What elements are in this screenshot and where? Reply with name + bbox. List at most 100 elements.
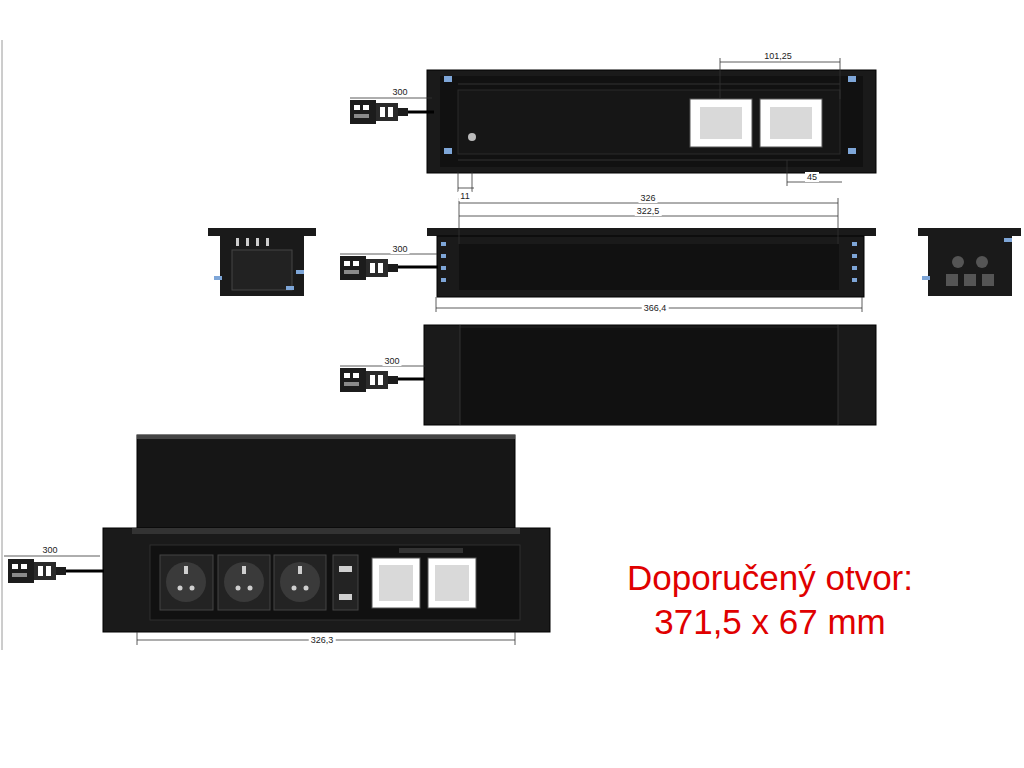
open-view-part bbox=[274, 555, 326, 610]
front-view-part bbox=[852, 254, 857, 258]
dimension-lines-part bbox=[340, 254, 437, 255]
front-view-part bbox=[441, 254, 446, 258]
top-view-part bbox=[427, 70, 876, 173]
open-view-part bbox=[399, 548, 463, 553]
closed-view-part bbox=[460, 325, 461, 425]
open-view-part bbox=[150, 545, 520, 620]
open-view-part bbox=[137, 435, 515, 439]
top-view-part bbox=[848, 76, 856, 82]
open-view-part bbox=[178, 566, 353, 600]
dimension-lines-part bbox=[350, 98, 432, 99]
open-view-part bbox=[8, 559, 66, 583]
open-view bbox=[8, 435, 550, 632]
open-view-part bbox=[298, 566, 302, 574]
dimension-label: 101,25 bbox=[762, 51, 794, 61]
open-view-part bbox=[339, 594, 352, 600]
dimension-lines-part bbox=[787, 160, 788, 186]
open-view-part bbox=[103, 528, 550, 632]
open-view-part bbox=[292, 586, 297, 591]
side-view-right-part bbox=[918, 228, 1021, 236]
front-view-part bbox=[852, 278, 857, 282]
side-view-left-part bbox=[232, 250, 292, 290]
open-view-part bbox=[280, 562, 320, 602]
open-view-part bbox=[333, 555, 358, 610]
open-view-part bbox=[166, 562, 320, 602]
note-caption: Doporučený otvor: 371,5 x 67 mm bbox=[580, 556, 960, 644]
dimension-lines-part bbox=[436, 297, 437, 312]
open-view-part bbox=[224, 562, 264, 602]
closed-view-part bbox=[424, 325, 876, 425]
top-view-part bbox=[700, 107, 812, 139]
dimension-label: 322,5 bbox=[635, 206, 662, 216]
side-view-left-part bbox=[246, 238, 249, 246]
dimension-lines-part bbox=[459, 198, 460, 244]
side-view-right-part bbox=[964, 274, 976, 286]
dimension-label: 326 bbox=[638, 193, 657, 203]
front-view-part bbox=[441, 242, 446, 246]
side-view-left-part bbox=[214, 270, 304, 290]
side-view-left-part bbox=[236, 238, 269, 246]
dimension-lines-part bbox=[720, 62, 840, 63]
closed-view-part bbox=[460, 328, 838, 425]
open-view-part bbox=[184, 566, 188, 574]
open-view-part bbox=[178, 586, 183, 591]
open-view-part bbox=[242, 566, 246, 574]
top-view-part bbox=[848, 148, 856, 154]
side-view-right-part bbox=[976, 256, 988, 268]
frame-lines-part bbox=[2, 40, 3, 650]
closed-view-part bbox=[398, 378, 425, 381]
top-view-part bbox=[440, 76, 863, 167]
dimension-lines bbox=[340, 198, 862, 312]
dimension-lines-part bbox=[472, 172, 473, 192]
top-view-part bbox=[405, 111, 434, 114]
open-view-part bbox=[248, 586, 253, 591]
dimension-lines-part bbox=[458, 172, 459, 192]
front-view-part bbox=[441, 278, 446, 282]
open-view-part bbox=[304, 586, 309, 591]
dimension-lines-part bbox=[862, 297, 863, 312]
side-view-left-part bbox=[256, 238, 259, 246]
front-view-part bbox=[427, 228, 876, 236]
top-view-part bbox=[444, 148, 452, 154]
front-view-part bbox=[852, 242, 857, 246]
dimension-lines-part bbox=[515, 632, 516, 645]
side-view-right bbox=[918, 228, 1021, 296]
side-view-right-part bbox=[982, 274, 994, 286]
front-view-part bbox=[441, 266, 446, 270]
side-view-left-part bbox=[296, 270, 304, 274]
side-view-left-part bbox=[214, 276, 222, 280]
open-view-part bbox=[60, 570, 104, 573]
open-view-part bbox=[218, 555, 270, 610]
dimension-lines-part bbox=[838, 198, 839, 244]
open-view-part bbox=[372, 558, 420, 608]
front-view-part bbox=[340, 256, 398, 280]
dimension-label: 300 bbox=[40, 545, 59, 555]
top-view-part bbox=[700, 107, 742, 139]
dimension-lines-part bbox=[720, 58, 721, 99]
top-view-part bbox=[760, 99, 822, 147]
dimension-label: 326,3 bbox=[309, 635, 336, 645]
dimension-lines bbox=[4, 556, 515, 645]
closed-view-part bbox=[838, 325, 839, 425]
front-view bbox=[340, 228, 876, 297]
dimension-lines-part bbox=[840, 58, 841, 99]
open-view-part bbox=[132, 528, 520, 534]
top-view-part bbox=[350, 100, 408, 124]
side-view-left-part bbox=[286, 286, 294, 290]
open-view-part bbox=[339, 566, 352, 572]
top-view bbox=[350, 70, 876, 173]
open-view-part bbox=[428, 558, 476, 608]
side-view-left-part bbox=[236, 238, 239, 246]
dimension-label: 300 bbox=[382, 356, 401, 366]
open-view-part bbox=[166, 562, 206, 602]
dimension-lines-part bbox=[137, 632, 138, 645]
open-view-part bbox=[190, 586, 195, 591]
side-view-left-part bbox=[220, 236, 304, 296]
dimension-lines-part bbox=[4, 556, 100, 557]
top-view-part bbox=[458, 84, 840, 85]
open-view-part bbox=[236, 586, 241, 591]
dimension-lines bbox=[350, 58, 842, 192]
frame-lines bbox=[2, 40, 3, 650]
